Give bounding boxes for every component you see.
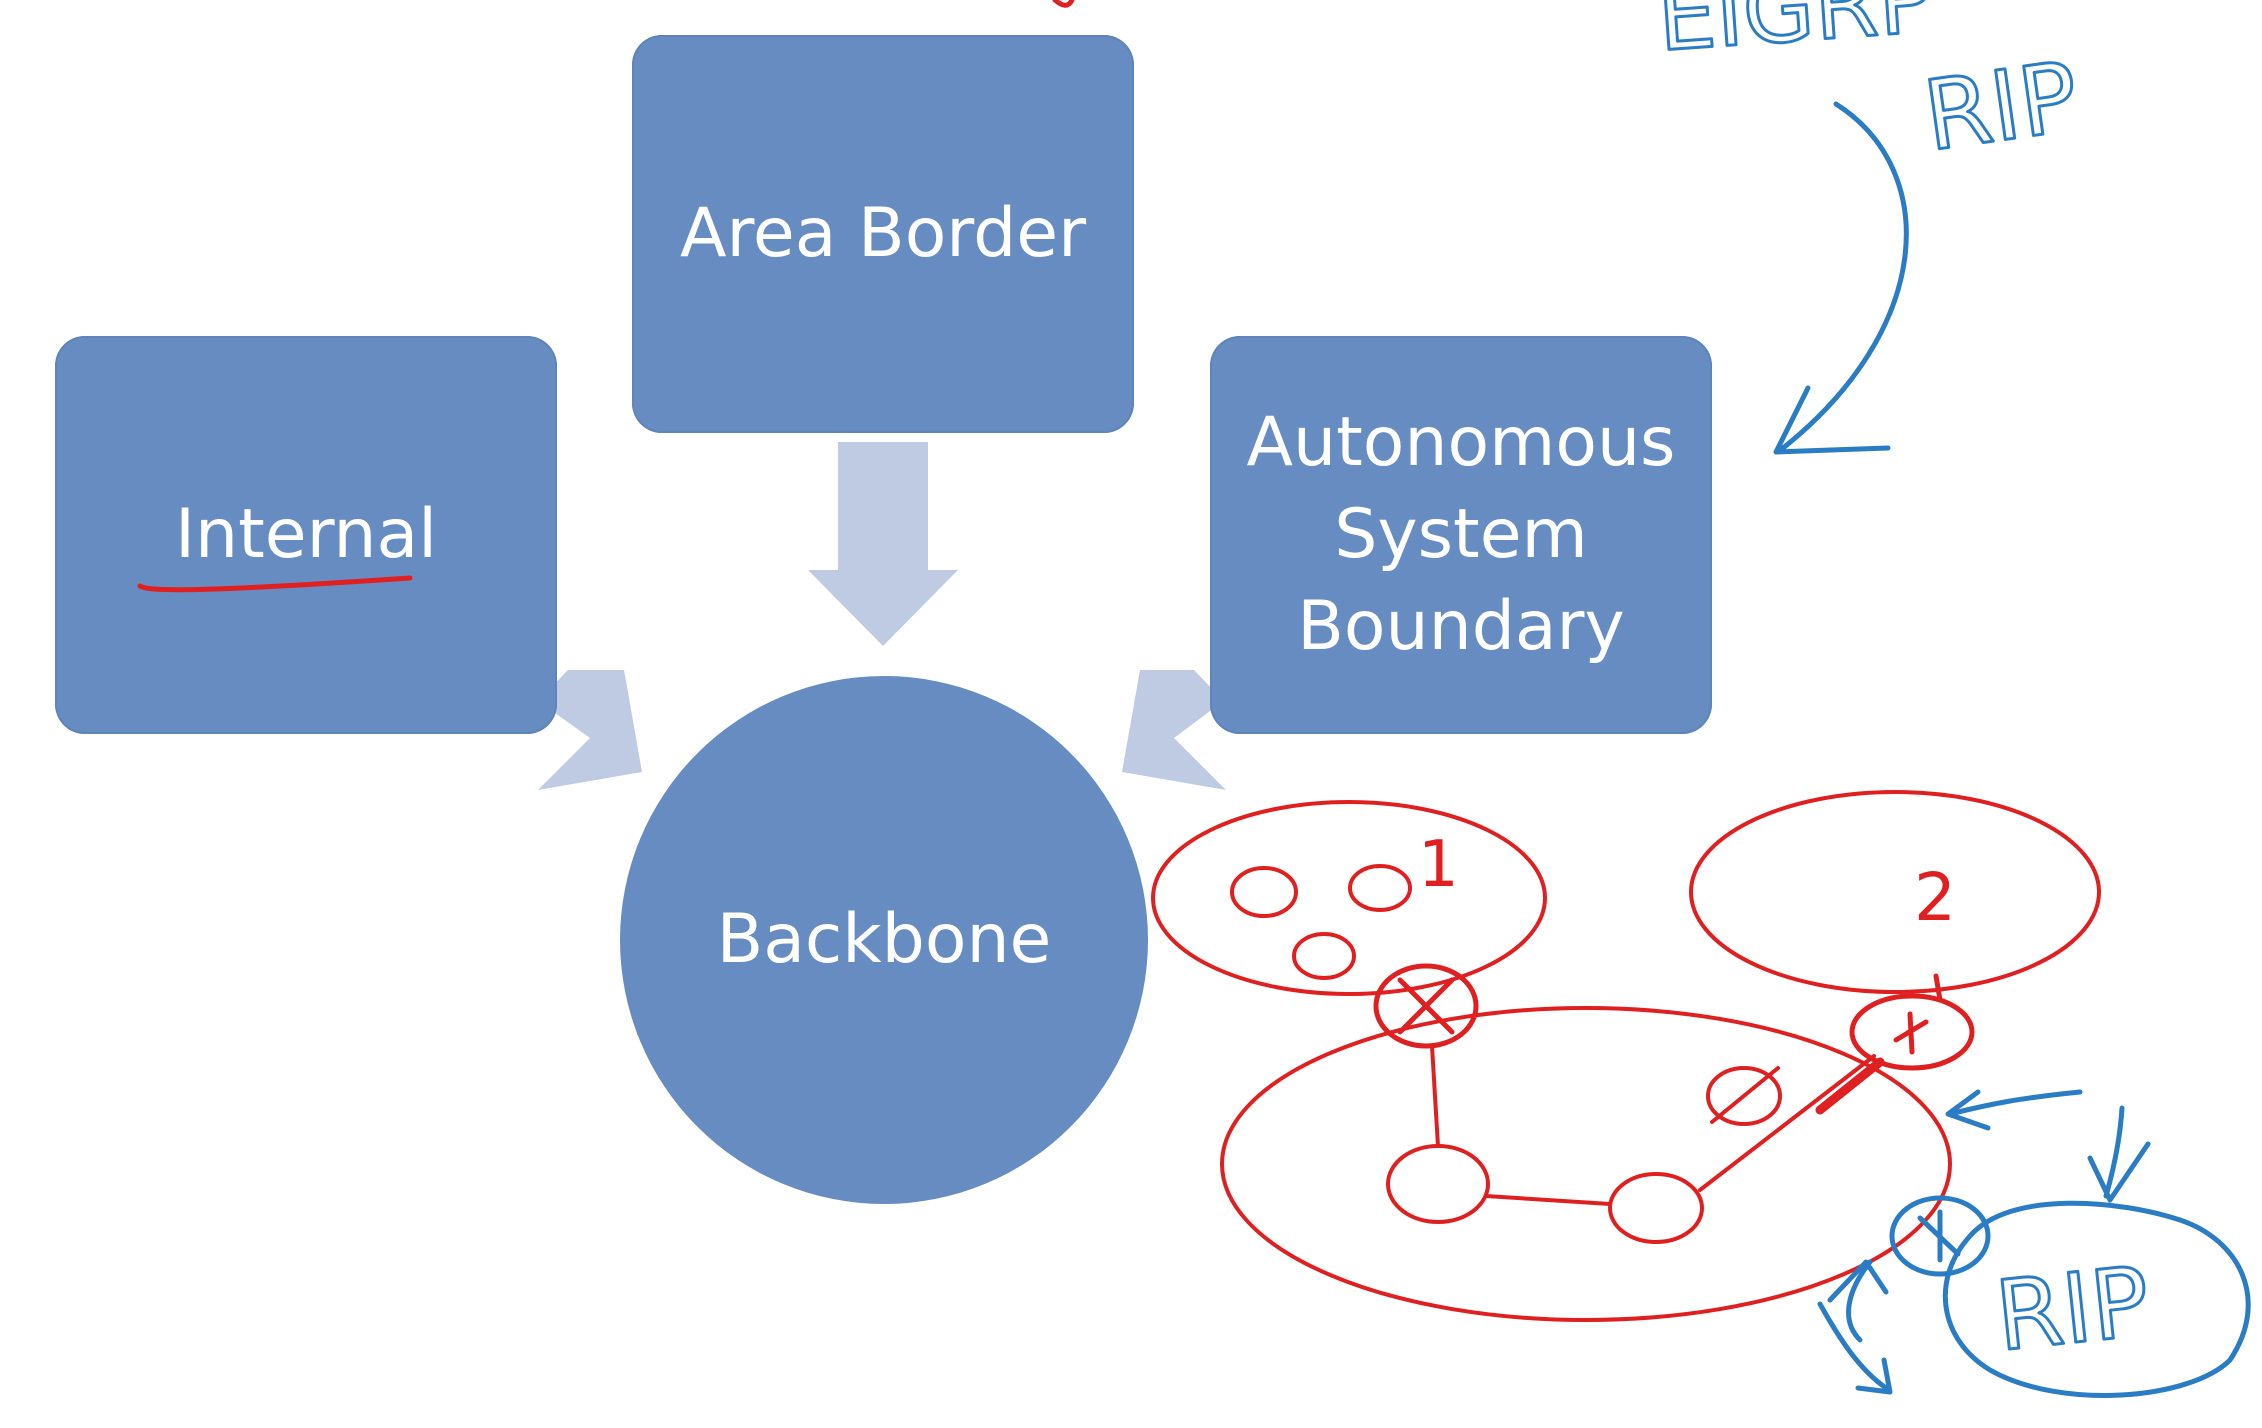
red-router-b2 <box>1608 1172 1704 1244</box>
area-border-label: Area Border <box>679 194 1087 273</box>
red-link-bold <box>1815 1057 1885 1115</box>
red-link-abr1-b1 <box>1430 1044 1440 1148</box>
red-link-b2-abr2 <box>1698 1054 1876 1192</box>
blue-curve-arrowhead <box>1773 385 1891 455</box>
red-link-b1-b2 <box>1484 1194 1612 1206</box>
blue-text-eigrp: EIGRP <box>1654 0 1937 72</box>
red-area-2 <box>1689 790 2101 994</box>
red-mark-top <box>1052 0 1075 8</box>
asbr-label: Autonomous System Boundary <box>1246 403 1676 666</box>
area-border-node: Area Border <box>632 35 1134 433</box>
blue-rip-cloud <box>1942 1200 2251 1398</box>
red-abr2-tick <box>1933 973 1943 1003</box>
asbr-node: Autonomous System Boundary <box>1210 336 1712 734</box>
backbone-node: Backbone <box>620 676 1148 1204</box>
blue-arrow-left-head <box>1945 1089 1991 1131</box>
arrow-area-border-to-backbone <box>808 442 958 646</box>
red-area-2-label: 2 <box>1914 859 1956 936</box>
internal-node: Internal <box>55 336 557 734</box>
blue-curve-arrow <box>1775 101 1909 455</box>
blue-arrow-down-head <box>2087 1141 2151 1203</box>
blue-asbr-router <box>1889 1195 1991 1277</box>
red-abr-2 <box>1849 993 1975 1071</box>
red-router-a1-2 <box>1348 864 1412 912</box>
red-router-a1-1 <box>1230 866 1298 918</box>
blue-text-rip-top: RIP <box>1918 41 2085 173</box>
red-abr-2-x <box>1893 1011 1929 1055</box>
red-abr-1-x <box>1397 977 1455 1035</box>
red-router-b1 <box>1386 1144 1490 1224</box>
red-router-b3-slash <box>1710 1066 1780 1124</box>
red-area-1-label: 1 <box>1418 828 1459 902</box>
red-abr-1 <box>1373 963 1479 1049</box>
blue-arrows-bottom <box>1817 1259 1893 1395</box>
red-area-0 <box>1220 1006 1952 1322</box>
blue-asbr-x <box>1917 1209 1961 1263</box>
red-router-b3 <box>1706 1066 1782 1126</box>
blue-arrow-left <box>1947 1089 2083 1117</box>
blue-arrow-down <box>2103 1105 2125 1199</box>
underline-internal <box>137 575 413 593</box>
internal-label: Internal <box>174 495 438 574</box>
backbone-label: Backbone <box>716 900 1052 979</box>
red-area-1 <box>1151 800 1547 996</box>
blue-rip-cloud-label: RIP <box>1991 1246 2155 1373</box>
red-router-a1-3 <box>1292 932 1356 980</box>
